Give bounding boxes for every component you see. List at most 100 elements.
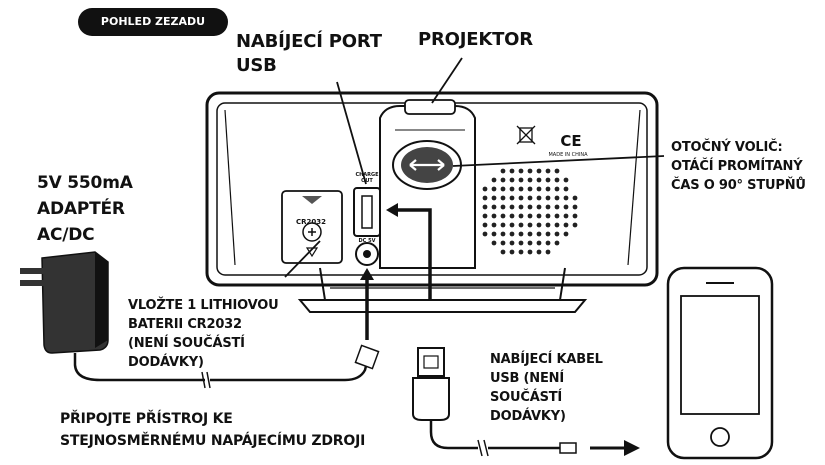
grille-hole [563,213,569,219]
grille-hole [509,195,515,201]
grille-hole [509,231,515,237]
grille-hole [527,204,533,210]
projector-label: PROJEKTOR [418,29,533,50]
grille-hole [527,231,533,237]
grille-hole [482,222,488,228]
grille-hole [545,204,551,210]
grille-hole [527,213,533,219]
crossed-bin-icon [516,125,536,145]
grille-hole [500,177,506,183]
charge-port-marking-2: OUT [361,178,373,184]
grille-hole [554,186,560,192]
grille-hole [527,240,533,246]
grille-hole [518,186,524,192]
rotary-knob-label: OTOČNÝ VOLIČ: OTÁČÍ PROMÍTANÝ ČAS O 90° … [671,140,806,193]
grille-hole [518,213,524,219]
usb-cable-label: NABÍJECÍ KABEL USB (NENÍ SOUČÁSTÍ DODÁVK… [490,352,603,424]
grille-hole [554,177,560,183]
grille-hole [482,213,488,219]
grille-hole [545,168,551,174]
grille-hole [545,186,551,192]
grille-hole [518,231,524,237]
charge-port-marking: CHARGE [355,172,379,178]
grille-hole [500,222,506,228]
rotary-knob[interactable] [392,140,462,190]
grille-hole [518,195,524,201]
dc-cable-arrow [360,268,374,340]
grille-hole [509,204,515,210]
grille-hole [554,213,560,219]
battery-compartment [281,190,343,264]
clock-projector-back [205,91,659,313]
grille-hole [527,195,533,201]
grille-hole [572,195,578,201]
grille-hole [500,186,506,192]
grille-hole [482,204,488,210]
grille-hole [518,168,524,174]
grille-hole [527,177,533,183]
grille-hole [518,249,524,255]
grille-hole [563,195,569,201]
grille-hole [536,195,542,201]
grille-hole [500,240,506,246]
grille-hole [563,177,569,183]
grille-hole [536,177,542,183]
grille-hole [482,231,488,237]
grille-hole [482,195,488,201]
connect-instruction-label: PŘIPOJTE PŘÍSTROJ KE STEJNOSMĚRNÉMU NAPÁ… [60,411,366,449]
grille-hole [491,195,497,201]
battery-label: VLOŽTE 1 LITHIOVOU BATERII CR2032 (NENÍ … [128,298,279,370]
grille-hole [509,186,515,192]
grille-hole [491,204,497,210]
grille-hole [500,195,506,201]
dc-jack-marking: DC 5V [359,238,376,244]
grille-hole [572,204,578,210]
usb-charging-port[interactable] [353,187,381,237]
grille-hole [545,231,551,237]
grille-hole [509,240,515,246]
grille-hole [491,231,497,237]
grille-hole [563,204,569,210]
battery-cover-marking: CR2032 [296,218,326,226]
speaker-grille [482,168,578,255]
grille-hole [536,231,542,237]
grille-hole [545,195,551,201]
usb-plug-icon [412,347,640,457]
grille-hole [491,222,497,228]
grille-hole [509,177,515,183]
grille-hole [554,222,560,228]
grille-hole [545,240,551,246]
grille-hole [536,240,542,246]
grille-hole [527,186,533,192]
grille-hole [527,249,533,255]
grille-hole [518,204,524,210]
grille-hole [554,204,560,210]
ce-mark-icon: CE [560,132,581,150]
grille-hole [554,195,560,201]
grille-hole [500,168,506,174]
grille-hole [545,213,551,219]
grille-hole [563,231,569,237]
grille-hole [518,177,524,183]
view-badge: POHLED ZEZADU [78,8,228,36]
dc-power-jack[interactable] [355,242,379,266]
grille-hole [572,222,578,228]
grille-hole [545,177,551,183]
grille-hole [554,231,560,237]
adapter-label: 5V 550mA ADAPTÉR AC/DC [37,173,133,245]
grille-hole [536,213,542,219]
grille-hole [491,186,497,192]
grille-hole [491,213,497,219]
grille-hole [518,240,524,246]
grille-hole [491,177,497,183]
rotate-arrow-icon [409,159,445,171]
grille-hole [527,168,533,174]
charging-port-label: NABÍJECÍ PORT USB [236,31,382,76]
grille-hole [572,213,578,219]
grille-hole [509,222,515,228]
ac-adapter-icon [20,251,380,389]
grille-hole [500,204,506,210]
grille-hole [554,240,560,246]
